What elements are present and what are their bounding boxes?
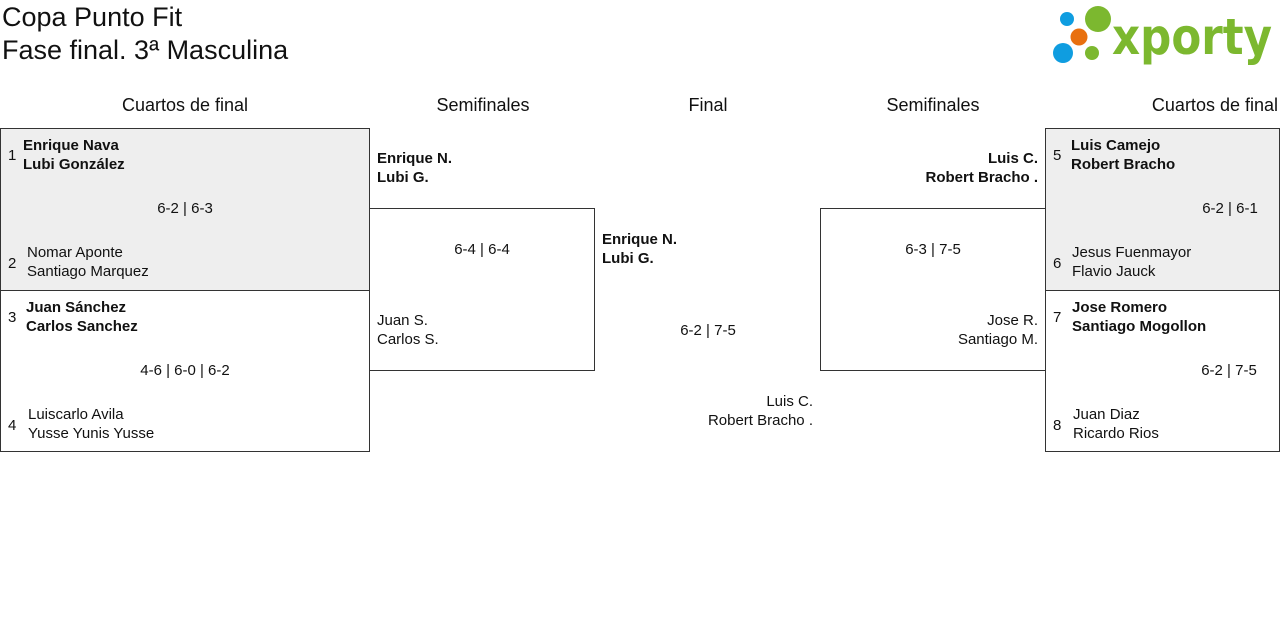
seed: 2	[8, 255, 17, 272]
seed: 7	[1053, 309, 1062, 326]
match-score: 6-2 | 7-5	[1201, 362, 1257, 379]
player-name: Luis C.	[987, 150, 1038, 167]
match-qf-1[interactable]	[0, 128, 370, 291]
seed: 1	[8, 147, 17, 164]
player-name: Santiago Marquez	[27, 263, 149, 280]
player-name: Enrique N.	[377, 150, 453, 167]
player-name: Flavio Jauck	[1072, 263, 1156, 280]
match-qf-3[interactable]	[1045, 128, 1280, 291]
tournament-title: Copa Punto Fit	[2, 2, 183, 32]
round-header-qf-left: Cuartos de final	[121, 95, 249, 115]
player-name: Lubi G.	[602, 250, 654, 267]
player-name: Luis Camejo	[1071, 137, 1161, 154]
player-name: Luis C.	[766, 393, 813, 410]
match-score: 6-2 | 6-3	[157, 200, 213, 217]
match-score: 4-6 | 6-0 | 6-2	[140, 362, 230, 379]
seed: 5	[1053, 147, 1062, 164]
match-score: 6-4 | 6-4	[454, 241, 510, 258]
player-name: Jesus Fuenmayor	[1072, 244, 1192, 261]
player-name: Ricardo Rios	[1073, 425, 1159, 442]
player-name: Santiago Mogollon	[1072, 318, 1207, 335]
player-name: Jose R.	[987, 312, 1038, 329]
round-header-qf-right: Cuartos de final	[1151, 95, 1278, 115]
svg-text:xporty: xporty	[1112, 8, 1272, 66]
match-qf-2[interactable]	[0, 290, 370, 452]
player-name: Juan S.	[377, 312, 428, 329]
seed: 4	[8, 417, 17, 434]
player-name: Carlos S.	[377, 331, 439, 348]
player-name: Robert Bracho .	[707, 412, 813, 429]
seed: 8	[1053, 417, 1062, 434]
player-name: Lubi González	[23, 156, 125, 173]
player-name: Luiscarlo Avila	[28, 406, 124, 423]
player-name: Juan Sánchez	[26, 299, 127, 316]
match-score: 6-2 | 7-5	[680, 322, 736, 339]
player-name: Nomar Aponte	[27, 244, 123, 261]
player-name: Yusse Yunis Yusse	[28, 425, 155, 442]
player-name: Robert Bracho .	[925, 169, 1038, 186]
player-name: Carlos Sanchez	[26, 318, 138, 335]
xporty-logo: xporty	[1053, 6, 1272, 66]
match-sf-left[interactable]	[369, 208, 595, 371]
match-score: 6-3 | 7-5	[905, 241, 961, 258]
player-name: Enrique N.	[602, 231, 678, 248]
player-name: Robert Bracho	[1071, 156, 1176, 173]
round-header-final: Final	[688, 95, 728, 115]
player-name: Enrique Nava	[23, 137, 119, 154]
seed: 6	[1053, 255, 1062, 272]
player-name: Jose Romero	[1072, 299, 1168, 316]
phase-title: Fase final. 3ª Masculina	[2, 35, 289, 65]
round-header-sf-right: Semifinales	[886, 95, 980, 115]
player-name: Santiago M.	[957, 331, 1038, 348]
player-name: Juan Diaz	[1073, 406, 1140, 423]
seed: 3	[8, 309, 17, 326]
player-name: Lubi G.	[377, 169, 429, 186]
round-header-sf-left: Semifinales	[436, 95, 530, 115]
match-score: 6-2 | 6-1	[1202, 200, 1258, 217]
